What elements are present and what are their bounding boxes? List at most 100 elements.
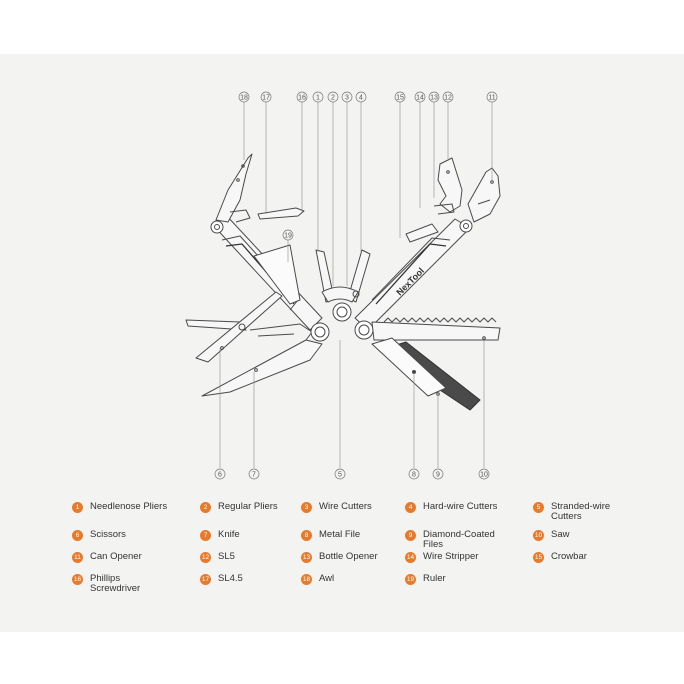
legend-badge: 8 xyxy=(301,530,312,541)
legend-label: Wire Stripper xyxy=(423,551,479,562)
multitool-diagram: NexTool xyxy=(185,91,501,480)
legend-item-9: 9 Diamond-Coated Files xyxy=(405,530,503,550)
needlenose-jaw-right xyxy=(347,249,371,303)
legend-badge: 7 xyxy=(200,530,211,541)
legend-label: Awl xyxy=(319,573,335,584)
legend-item-12: 12 SL5 xyxy=(200,552,235,563)
sl45-bit xyxy=(257,207,305,220)
legend-label: Ruler xyxy=(423,573,446,584)
legend-label: Saw xyxy=(551,529,570,540)
legend-label: Stranded-wire Cutters xyxy=(551,501,611,522)
svg-text:3: 3 xyxy=(345,94,349,101)
svg-text:13: 13 xyxy=(430,94,438,101)
legend-badge: 3 xyxy=(301,502,312,513)
svg-text:16: 16 xyxy=(298,94,306,101)
callout-7: 7 xyxy=(248,468,260,480)
callout-12: 12 xyxy=(442,91,454,103)
legend-item-17: 17 SL4.5 xyxy=(200,574,243,585)
legend-badge: 10 xyxy=(533,530,544,541)
metal-file xyxy=(371,337,447,397)
legend-label: SL4.5 xyxy=(218,573,243,584)
svg-text:12: 12 xyxy=(444,94,452,101)
svg-text:19: 19 xyxy=(284,232,292,239)
legend-badge: 16 xyxy=(72,574,83,585)
legend-label: Diamond-Coated Files xyxy=(423,529,495,550)
saw-blade xyxy=(371,321,501,341)
legend-item-14: 14 Wire Stripper xyxy=(405,552,478,563)
svg-text:18: 18 xyxy=(240,94,248,101)
awl-tool xyxy=(215,153,253,223)
legend-label: Needlenose Pliers xyxy=(90,501,168,512)
callout-9: 9 xyxy=(432,468,444,480)
callout-15: 15 xyxy=(394,91,406,103)
callout-4: 4 xyxy=(355,91,367,103)
legend-item-7: 7 Knife xyxy=(200,530,240,541)
legend-badge: 6 xyxy=(72,530,83,541)
svg-text:7: 7 xyxy=(252,471,256,478)
legend-badge: 9 xyxy=(405,530,416,541)
legend-badge: 4 xyxy=(405,502,416,513)
svg-text:15: 15 xyxy=(396,94,404,101)
callout-16: 16 xyxy=(296,91,308,103)
scissors-blade-upper xyxy=(185,319,247,331)
legend-badge: 18 xyxy=(301,574,312,585)
legend-label: Bottle Opener xyxy=(319,551,378,562)
callout-2: 2 xyxy=(327,91,339,103)
legend-item-4: 4 Hard-wire Cutters xyxy=(405,502,497,513)
svg-text:6: 6 xyxy=(218,471,222,478)
legend-item-1: 1 Needlenose Pliers xyxy=(72,502,167,513)
legend-label: Can Opener xyxy=(90,551,142,562)
legend-item-11: 11 Can Opener xyxy=(72,552,142,563)
svg-text:17: 17 xyxy=(262,94,270,101)
svg-text:5: 5 xyxy=(338,471,342,478)
callout-19: 19 xyxy=(282,229,294,241)
legend-item-8: 8 Metal File xyxy=(301,530,360,541)
legend-label: Crowbar xyxy=(551,551,587,562)
legend-badge: 15 xyxy=(533,552,544,563)
svg-text:4: 4 xyxy=(359,94,363,101)
callout-10: 10 xyxy=(478,468,490,480)
ruler-tool xyxy=(253,244,301,305)
legend-badge: 14 xyxy=(405,552,416,563)
svg-text:1: 1 xyxy=(316,94,320,101)
svg-text:14: 14 xyxy=(416,94,424,101)
legend-label: Metal File xyxy=(319,529,361,540)
legend-badge: 17 xyxy=(200,574,211,585)
legend-badge: 1 xyxy=(72,502,83,513)
crowbar-tool xyxy=(405,223,439,243)
legend-label: Scissors xyxy=(90,529,126,540)
callout-6: 6 xyxy=(214,468,226,480)
legend-label: Hard-wire Cutters xyxy=(423,501,498,512)
callout-14: 14 xyxy=(414,91,426,103)
legend-badge: 11 xyxy=(72,552,83,563)
legend-badge: 5 xyxy=(533,502,544,513)
svg-text:2: 2 xyxy=(331,94,335,101)
legend-badge: 13 xyxy=(301,552,312,563)
legend-item-18: 18 Awl xyxy=(301,574,334,585)
svg-text:8: 8 xyxy=(412,471,416,478)
legend-label: Phillips Screwdriver xyxy=(90,573,141,594)
callout-8: 8 xyxy=(408,468,420,480)
legend-item-16: 16 Phillips Screwdriver xyxy=(72,574,170,594)
callout-17: 17 xyxy=(260,91,272,103)
legend-label: Wire Cutters xyxy=(319,501,372,512)
legend-label: SL5 xyxy=(218,551,235,562)
svg-text:11: 11 xyxy=(488,94,495,101)
legend-item-10: 10 Saw xyxy=(533,530,569,541)
legend-item-5: 5 Stranded-wire Cutters xyxy=(533,502,631,522)
callout-11: 11 xyxy=(486,91,498,103)
legend-item-6: 6 Scissors xyxy=(72,530,126,541)
legend-label: Knife xyxy=(218,529,240,540)
svg-text:10: 10 xyxy=(480,471,488,478)
legend-item-15: 15 Crowbar xyxy=(533,552,587,563)
svg-text:9: 9 xyxy=(436,471,440,478)
legend-badge: 12 xyxy=(200,552,211,563)
legend-item-13: 13 Bottle Opener xyxy=(301,552,378,563)
callout-18: 18 xyxy=(238,91,250,103)
knife-blade xyxy=(201,339,323,397)
callout-3: 3 xyxy=(341,91,353,103)
callout-13: 13 xyxy=(428,91,440,103)
legend-label: Regular Pliers xyxy=(218,501,278,512)
